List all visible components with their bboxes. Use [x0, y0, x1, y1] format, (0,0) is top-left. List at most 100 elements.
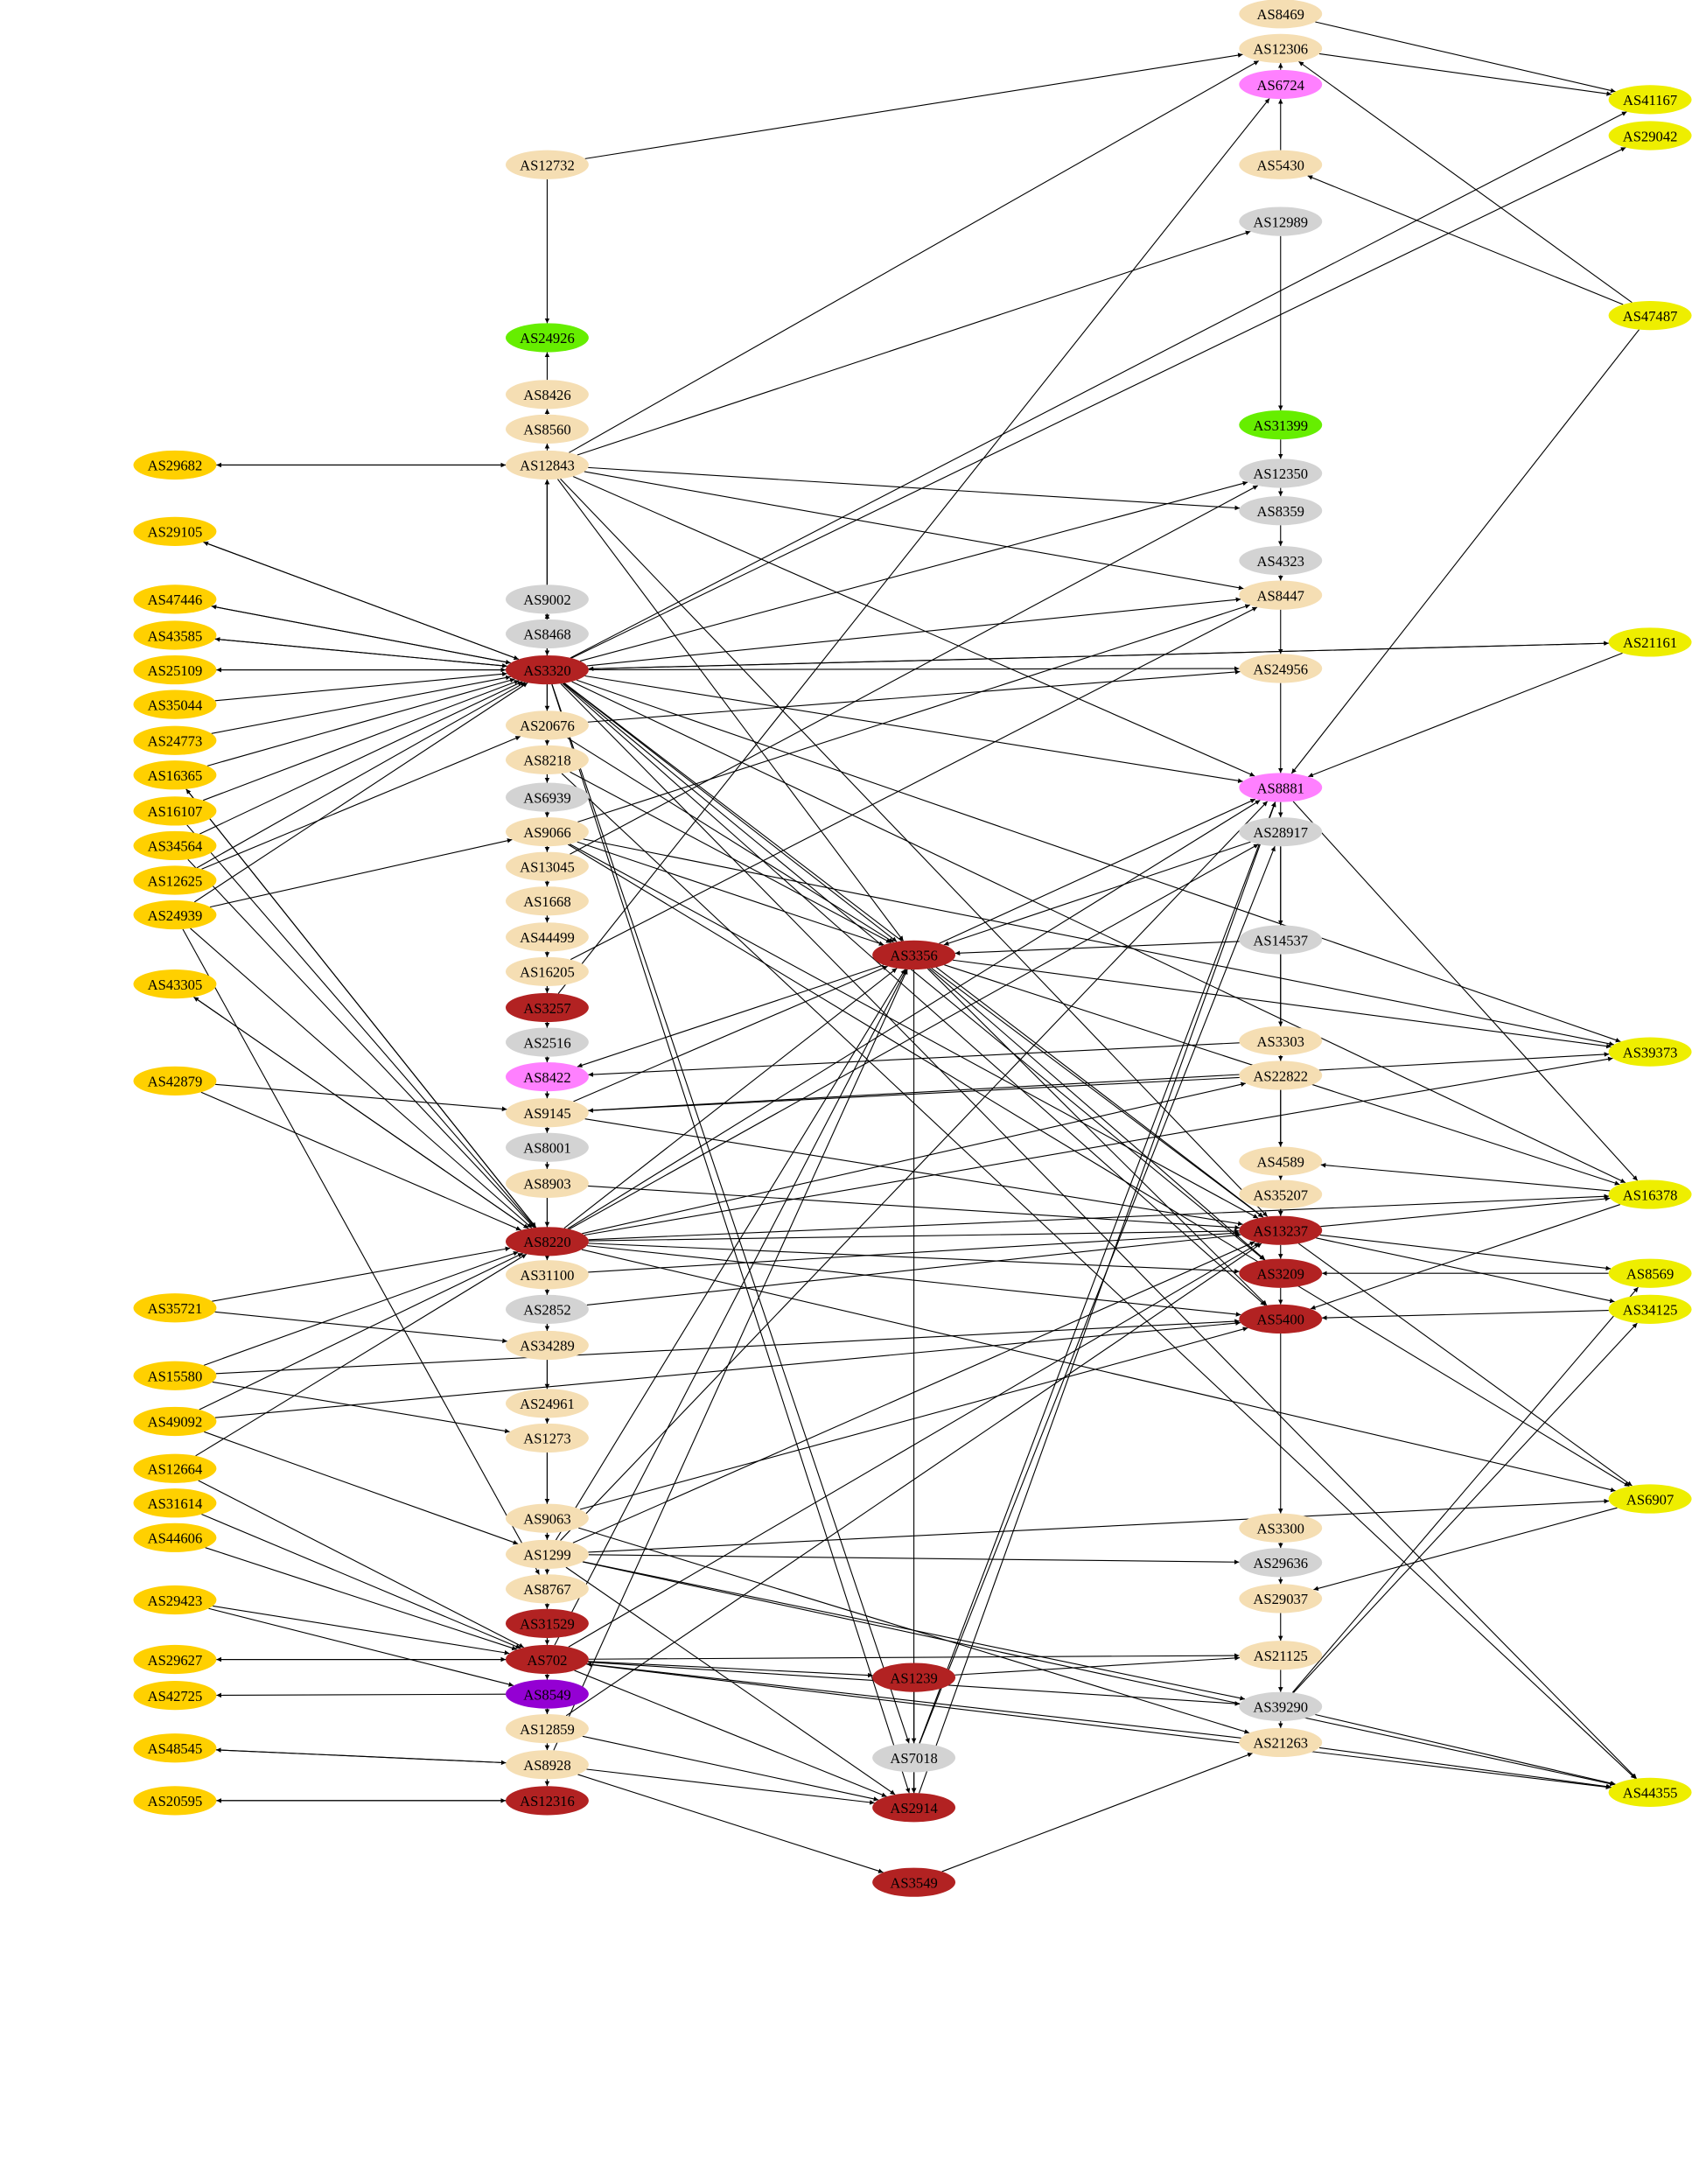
node-as16107[interactable]: AS16107 [133, 796, 217, 826]
node-ellipse[interactable] [133, 865, 217, 895]
node-ellipse[interactable] [872, 1867, 956, 1897]
node-as3209[interactable]: AS3209 [1239, 1258, 1323, 1288]
node-ellipse[interactable] [133, 584, 217, 614]
node-ellipse[interactable] [133, 725, 217, 755]
node-ellipse[interactable] [1239, 206, 1323, 236]
node-ellipse[interactable] [1239, 580, 1323, 610]
node-ellipse[interactable] [505, 1713, 589, 1744]
node-as12989[interactable]: AS12989 [1239, 206, 1323, 236]
node-as15580[interactable]: AS15580 [133, 1361, 217, 1390]
node-as24961[interactable]: AS24961 [505, 1389, 589, 1418]
node-as48545[interactable]: AS48545 [133, 1733, 217, 1763]
node-ellipse[interactable] [505, 886, 589, 916]
node-ellipse[interactable] [505, 992, 589, 1023]
node-ellipse[interactable] [1608, 627, 1692, 657]
node-as29105[interactable]: AS29105 [133, 516, 217, 546]
node-ellipse[interactable] [1608, 1777, 1692, 1807]
node-as9002[interactable]: AS9002 [505, 584, 589, 614]
node-ellipse[interactable] [505, 1644, 589, 1675]
node-ellipse[interactable] [133, 654, 217, 685]
node-ellipse[interactable] [505, 1132, 589, 1162]
node-ellipse[interactable] [133, 760, 217, 790]
node-as29037[interactable]: AS29037 [1239, 1584, 1323, 1614]
node-as3356[interactable]: AS3356 [872, 940, 956, 970]
node-as39290[interactable]: AS39290 [1239, 1691, 1323, 1721]
node-as12664[interactable]: AS12664 [133, 1453, 217, 1483]
node-ellipse[interactable] [872, 1662, 956, 1692]
node-as44606[interactable]: AS44606 [133, 1522, 217, 1552]
node-as12306[interactable]: AS12306 [1239, 33, 1323, 63]
node-as1273[interactable]: AS1273 [505, 1423, 589, 1453]
node-as3257[interactable]: AS3257 [505, 992, 589, 1023]
node-as28917[interactable]: AS28917 [1239, 817, 1323, 847]
node-ellipse[interactable] [133, 516, 217, 546]
node-as1668[interactable]: AS1668 [505, 886, 589, 916]
node-as12732[interactable]: AS12732 [505, 150, 589, 179]
node-as8001[interactable]: AS8001 [505, 1132, 589, 1162]
node-as8569[interactable]: AS8569 [1608, 1258, 1692, 1288]
node-as20676[interactable]: AS20676 [505, 710, 589, 740]
node-as8903[interactable]: AS8903 [505, 1168, 589, 1199]
node-ellipse[interactable] [1239, 817, 1323, 847]
node-as34289[interactable]: AS34289 [505, 1330, 589, 1361]
node-ellipse[interactable] [1239, 773, 1323, 802]
node-ellipse[interactable] [133, 796, 217, 826]
node-as5400[interactable]: AS5400 [1239, 1304, 1323, 1334]
node-as29423[interactable]: AS29423 [133, 1585, 217, 1615]
node-as47487[interactable]: AS47487 [1608, 301, 1692, 331]
node-as24956[interactable]: AS24956 [1239, 654, 1323, 683]
node-as29682[interactable]: AS29682 [133, 450, 217, 480]
node-ellipse[interactable] [1608, 301, 1692, 331]
node-as34125[interactable]: AS34125 [1608, 1294, 1692, 1324]
node-ellipse[interactable] [133, 1488, 217, 1518]
node-as29042[interactable]: AS29042 [1608, 121, 1692, 150]
node-as34564[interactable]: AS34564 [133, 830, 217, 861]
node-as6724[interactable]: AS6724 [1239, 69, 1323, 100]
node-as3549[interactable]: AS3549 [872, 1867, 956, 1897]
node-as3300[interactable]: AS3300 [1239, 1513, 1323, 1543]
node-ellipse[interactable] [505, 1679, 589, 1709]
node-ellipse[interactable] [505, 1027, 589, 1057]
node-ellipse[interactable] [1239, 410, 1323, 440]
node-as7018[interactable]: AS7018 [872, 1743, 956, 1773]
node-ellipse[interactable] [1239, 1215, 1323, 1245]
node-ellipse[interactable] [1239, 1513, 1323, 1543]
node-ellipse[interactable] [505, 1294, 589, 1324]
node-as8426[interactable]: AS8426 [505, 380, 589, 410]
node-ellipse[interactable] [505, 1260, 589, 1290]
node-ellipse[interactable] [505, 380, 589, 410]
node-as12350[interactable]: AS12350 [1239, 458, 1323, 488]
node-as41167[interactable]: AS41167 [1608, 85, 1692, 115]
node-ellipse[interactable] [1239, 1641, 1323, 1670]
node-as22822[interactable]: AS22822 [1239, 1060, 1323, 1090]
node-ellipse[interactable] [133, 1361, 217, 1390]
node-ellipse[interactable] [505, 654, 589, 685]
node-as43585[interactable]: AS43585 [133, 620, 217, 650]
node-ellipse[interactable] [505, 150, 589, 179]
node-ellipse[interactable] [505, 414, 589, 444]
node-as13045[interactable]: AS13045 [505, 851, 589, 881]
node-ellipse[interactable] [1239, 1026, 1323, 1056]
node-as49092[interactable]: AS49092 [133, 1406, 217, 1437]
node-ellipse[interactable] [1608, 1037, 1692, 1067]
node-as8767[interactable]: AS8767 [505, 1574, 589, 1604]
node-as21125[interactable]: AS21125 [1239, 1641, 1323, 1670]
node-ellipse[interactable] [505, 782, 589, 812]
node-as16365[interactable]: AS16365 [133, 760, 217, 790]
node-as9066[interactable]: AS9066 [505, 817, 589, 847]
node-ellipse[interactable] [1239, 33, 1323, 63]
node-as8422[interactable]: AS8422 [505, 1061, 589, 1092]
node-ellipse[interactable] [505, 1330, 589, 1361]
node-as24939[interactable]: AS24939 [133, 900, 217, 930]
node-as4589[interactable]: AS4589 [1239, 1146, 1323, 1176]
node-ellipse[interactable] [505, 956, 589, 986]
node-as35044[interactable]: AS35044 [133, 690, 217, 719]
node-ellipse[interactable] [505, 1389, 589, 1418]
node-ellipse[interactable] [1239, 1584, 1323, 1614]
node-ellipse[interactable] [1239, 654, 1323, 683]
node-ellipse[interactable] [133, 1644, 217, 1675]
node-ellipse[interactable] [133, 1733, 217, 1763]
node-ellipse[interactable] [1239, 1691, 1323, 1721]
node-as702[interactable]: AS702 [505, 1644, 589, 1675]
node-as24773[interactable]: AS24773 [133, 725, 217, 755]
